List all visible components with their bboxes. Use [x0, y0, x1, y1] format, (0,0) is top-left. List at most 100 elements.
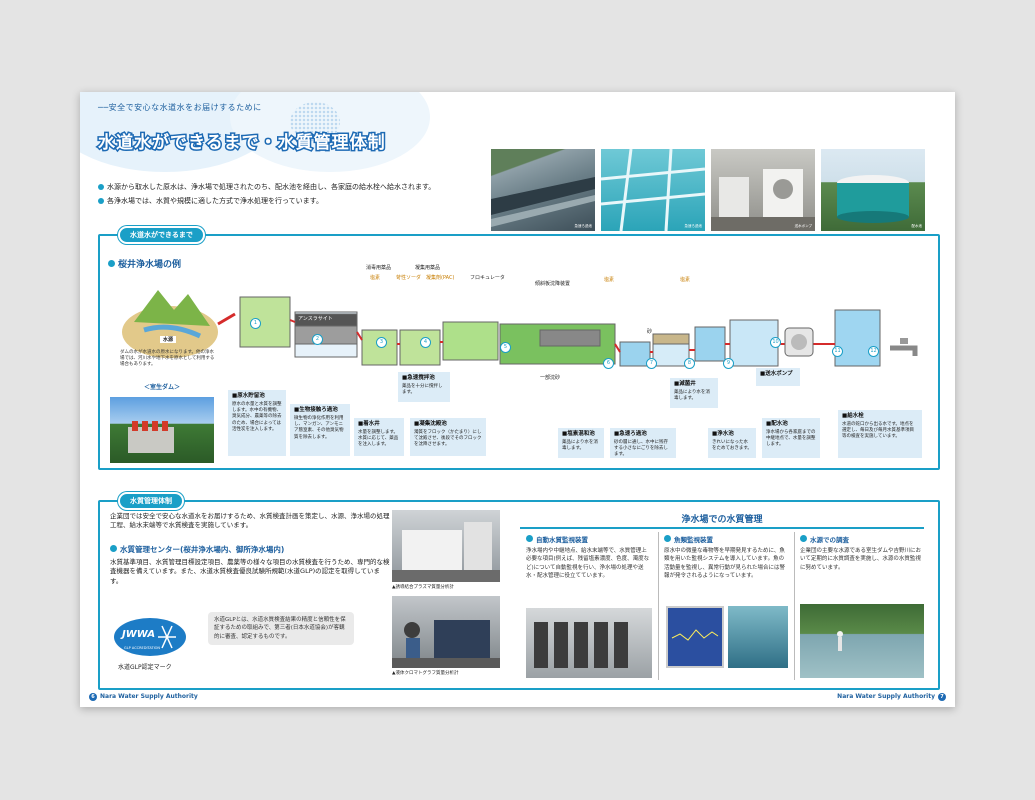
center-text: 水質基準項目、水質管理目標設定項目、農薬等の様々な項目の水質検査を行うため、専門… [110, 558, 390, 585]
pump-icon [784, 327, 814, 357]
label-chemicals-2: 凝集用薬品 [415, 265, 441, 271]
quality-section [98, 500, 940, 690]
photo-caption: 送水ポンプ [794, 224, 812, 228]
photo-pump-art [711, 169, 815, 231]
photo2-caption: ▲液体クロマトグラフ質量分析計 [392, 671, 459, 676]
photo-reservoir-art [837, 175, 909, 223]
plant-mgmt-title: 浄水場での水質管理 [520, 512, 924, 529]
photo1-caption: ▲誘導結合プラズマ質量分析計 [392, 585, 454, 590]
quality-intro: 企業団では安全で安心な水道水をお届けするため、水質検査計画を策定し、水源、浄水場… [110, 512, 390, 530]
photo-icp-ms-art [392, 522, 500, 582]
label-chlorine-2: 塩素 [604, 277, 615, 283]
photo-river-survey [800, 604, 924, 678]
step-caption: ■浄水池きれいになった水をためておきます。 [708, 428, 756, 458]
glp-caption: 水道GLP認定マーク [118, 664, 172, 671]
page-number: 6 [89, 693, 97, 701]
photo-river-survey-art [837, 631, 843, 651]
label-flocculator: フロキュレータ [470, 275, 505, 281]
page-number: 7 [938, 693, 946, 701]
tagline: ──安全で安心な水道水をお届けするために [98, 103, 262, 112]
source-note: ダムの水が水道水の原水になります。他の浄水場では、河川水や地下水を原水として利用… [120, 350, 215, 367]
bullet-icon [108, 260, 115, 267]
step-marker: 10 [770, 337, 781, 348]
process-section [98, 234, 940, 470]
dam-photo [110, 397, 214, 463]
glp-mark-art [158, 625, 176, 649]
bullet-icon [664, 535, 671, 542]
bullet-icon [98, 184, 104, 190]
label-chlorine: 塩素 [370, 275, 381, 281]
photo-caption: 配水池 [911, 224, 923, 228]
dam-caption: ＜室生ダム＞ [144, 384, 181, 391]
bullet-icon [526, 535, 533, 542]
step-caption: ■減菌井薬品により水を消毒します。 [670, 378, 718, 408]
bullet-icon [110, 545, 117, 552]
column-title-auto: 自動水質監視装置 [526, 534, 588, 544]
column-divider [658, 532, 659, 680]
dam-photo-art [128, 421, 174, 453]
process-diagram [122, 290, 918, 367]
photo-lc-ms-art [392, 620, 500, 668]
step-caption: ■給水栓水道の蛇口から出る水です。地点を選定し、毎日及び毎月水質基準項目等の検査… [838, 410, 922, 458]
photo-filter-basin: 急速ろ過池 [490, 148, 596, 232]
photo-fish-screen-art [671, 629, 719, 641]
label-sludge: 一部沈砂 [540, 375, 561, 381]
center-title: 水質管理センター(桜井浄水場内、御所浄水場内) [110, 544, 284, 555]
brochure-spread: ──安全で安心な水道水をお届けするために 水道水ができるまで・水質管理体制 水源… [80, 92, 955, 707]
faucet-icon [890, 338, 918, 356]
column-text-fish: 原水中の微量な毒物等を早期発見するために、魚類を用いた監視システムを導入していま… [664, 548, 786, 579]
step-caption: ■凝集沈殿池濁質をフロック（かたまり）にして沈殿させ、後段でそのフロックを沈降さ… [410, 418, 486, 456]
label-lime: 苛性ソーダ [396, 275, 422, 281]
decorative-blob [290, 102, 340, 142]
process-section-label: 水道水ができるまで [118, 226, 205, 244]
label-plate-settler: 傾斜板沈降装置 [535, 281, 571, 287]
step-caption: ■着水井水量を調整します。水質に応じて、薬品を注入します。 [354, 418, 404, 456]
quality-section-label: 水質管理体制 [118, 492, 184, 510]
step-caption: ■生物接触ろ過池微生物の浄化作用を利用し、マンガン、アンモニア態窒素、その他臭気… [290, 404, 350, 456]
glp-mark-text: JWWA [122, 629, 156, 640]
photo-rapid-filter: 急速ろ過池 [600, 148, 706, 232]
step-marker: 7 [646, 358, 657, 369]
label-anthracite: アンスラサイト [298, 316, 333, 322]
label-sand: 砂 [647, 329, 653, 335]
photo-caption: 急速ろ過池 [684, 224, 703, 228]
photo-distribution-reservoir: 配水池 [820, 148, 926, 232]
step-caption: ■塩素混和池薬品により水を消毒します。 [558, 428, 604, 458]
photo-pump: 送水ポンプ [710, 148, 816, 232]
step-marker: 5 [500, 342, 511, 353]
source-mountains-illustration [122, 290, 218, 358]
step-marker: 4 [420, 337, 431, 348]
step-marker: 8 [684, 358, 695, 369]
step-caption: ■原水貯留池原水の水量と水質を調整します。水中の有機物、臭気成分、農薬等の除去の… [228, 390, 286, 456]
step-marker: 2 [312, 334, 323, 345]
step-marker: 1 [250, 318, 261, 329]
label-pac: 凝集剤(PAC) [426, 275, 455, 281]
step-marker: 3 [376, 337, 387, 348]
step-caption: ■配水池浄水場から各家庭までの中継地点で、水量を調整します。 [762, 418, 820, 458]
step-caption: ■送水ポンプ [756, 368, 800, 386]
flow-arrow [217, 312, 236, 326]
step-marker: 9 [723, 358, 734, 369]
tanks [239, 296, 881, 367]
step-marker: 12 [868, 346, 879, 357]
page-title: 水道水ができるまで・水質管理体制 [97, 132, 387, 155]
step-marker: 6 [603, 358, 614, 369]
photo-icp-ms [392, 510, 500, 582]
step-caption: ■急速ろ過池砂の層に通し、水中に残存する小さなにごりを除去します。 [610, 428, 676, 458]
photo-filter-basin-art [491, 177, 595, 227]
source-label: 水源 [160, 336, 177, 343]
plant-title: 桜井浄水場の例 [108, 257, 181, 270]
photo-auto-monitor [526, 608, 652, 678]
photo-lc-ms [392, 596, 500, 668]
bullet-icon [800, 535, 807, 542]
column-title-fish: 魚類監視装置 [664, 534, 713, 544]
glp-mark: JWWA GLP ACCREDITATION [114, 618, 186, 656]
photo-fish-tank [728, 606, 788, 668]
intro-line-1: 水源から取水した原水は、浄水場で処理されたのち、配水池を経由し、各家庭の給水栓へ… [98, 182, 435, 192]
bullet-icon [98, 198, 104, 204]
column-title-source: 水源での調査 [800, 534, 849, 544]
step-marker: 11 [832, 346, 843, 357]
intro-line-2: 各浄水場では、水質や規模に適した方式で浄水処理を行っています。 [98, 196, 323, 206]
